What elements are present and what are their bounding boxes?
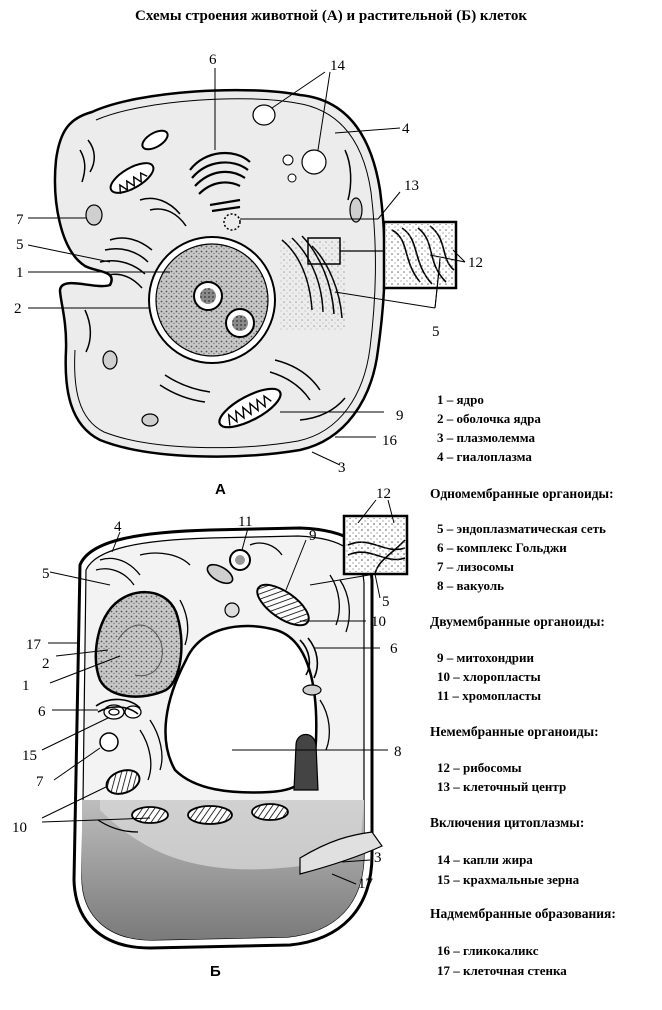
animal-lysosome (349, 197, 363, 223)
plant-label-6: 6 (390, 641, 398, 657)
animal-lysosome (102, 350, 118, 370)
animal-leader-lines (27, 68, 466, 466)
plant-chloroplast (251, 803, 289, 821)
plant-label-2: 2 (42, 656, 50, 672)
animal-cell-center (223, 213, 241, 231)
animal-label-13: 13 (404, 178, 419, 194)
animal-label-6: 6 (209, 52, 217, 68)
plant-chloroplast (131, 806, 169, 824)
plant-ribosome-inset (342, 514, 409, 576)
animal-label-5: 5 (16, 237, 24, 253)
animal-cell: А (27, 68, 466, 498)
animal-caption: А (215, 481, 226, 498)
plant-label-9: 9 (309, 528, 317, 544)
plant-label-15: 15 (22, 748, 37, 764)
animal-ribosome-inset (382, 220, 458, 290)
plant-golgi-complex (95, 637, 319, 715)
plant-leader-lines (41, 499, 395, 885)
animal-label-5: 5 (432, 324, 440, 340)
plant-label-5: 5 (382, 594, 390, 610)
plant-plasma-membrane-fold (299, 831, 383, 875)
page-title: Схемы строения животной (А) и растительн… (135, 8, 527, 24)
plant-label-3: 3 (374, 850, 382, 866)
animal-lysosome (141, 413, 159, 427)
animal-golgi-complex (189, 151, 251, 213)
plant-label-11: 11 (238, 514, 252, 530)
animal-label-7: 7 (16, 212, 24, 228)
animal-label-3: 3 (338, 460, 346, 476)
plant-label-4: 4 (114, 519, 122, 535)
plant-label-5: 5 (42, 566, 50, 582)
plant-label-6: 6 (38, 704, 46, 720)
plant-lysosome (99, 732, 119, 752)
animal-mitochondrion (218, 387, 282, 429)
plant-label-1: 1 (22, 678, 30, 694)
plant-chloroplast (187, 805, 233, 825)
animal-mitochondrion (109, 162, 155, 194)
animal-label-4: 4 (402, 121, 410, 137)
animal-label-1: 1 (16, 265, 24, 281)
animal-label-16: 16 (382, 433, 398, 449)
plant-chloroplast (105, 769, 141, 795)
plant-caption: Б (210, 963, 221, 980)
animal-label-9: 9 (396, 408, 404, 424)
animal-label-12: 12 (468, 255, 483, 271)
animal-label-14: 14 (330, 58, 346, 74)
plant-lysosome (224, 602, 240, 618)
animal-mitochondrion (141, 129, 169, 151)
plant-label-17: 17 (358, 876, 374, 892)
plant-label-10: 10 (371, 614, 386, 630)
plant-endoplasmic-reticulum (95, 542, 351, 833)
animal-fat-droplet (252, 104, 276, 126)
plant-label-10: 10 (12, 820, 27, 836)
plant-label-12: 12 (376, 486, 391, 502)
plant-dark-vesicle (293, 733, 319, 791)
plant-nucleus (94, 591, 183, 698)
animal-lysosome (85, 204, 103, 226)
plant-label-8: 8 (394, 744, 402, 760)
plant-cell: Б (41, 499, 409, 980)
animal-label-2: 2 (14, 301, 22, 317)
animal-fat-droplet (301, 149, 327, 175)
plant-label-7: 7 (36, 774, 44, 790)
plant-label-17: 17 (26, 637, 42, 653)
plant-chloroplast (256, 583, 310, 627)
plant-mitochondrion (302, 684, 322, 696)
plant-mitochondrion (206, 563, 234, 585)
